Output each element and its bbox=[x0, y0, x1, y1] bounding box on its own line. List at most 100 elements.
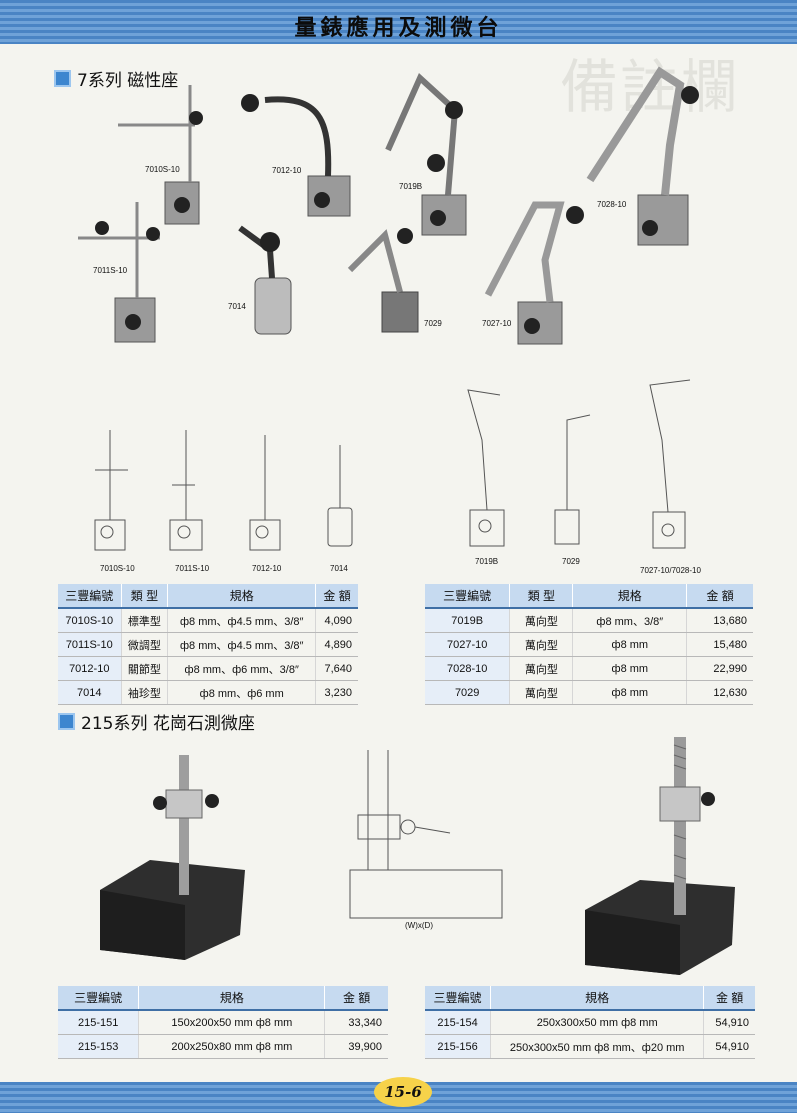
cell-type: 萬向型 bbox=[509, 680, 573, 705]
col-header: 金 額 bbox=[324, 986, 388, 1011]
cell-type: 萬向型 bbox=[509, 632, 573, 657]
cell-code: 7011S-10 bbox=[58, 632, 122, 657]
photo-label: 7011S-10 bbox=[93, 266, 128, 275]
cell-price: 3,230 bbox=[315, 680, 358, 705]
cell-spec: 250x300x50 mm ф8 mm bbox=[490, 1010, 704, 1035]
section-215-title: 215系列 花崗石測微座 bbox=[81, 714, 255, 734]
cell-price: 4,890 bbox=[315, 632, 358, 657]
col-header: 類 型 bbox=[509, 584, 573, 609]
granite-stands bbox=[100, 737, 735, 975]
cell-spec: ф8 mm、ф6 mm bbox=[167, 680, 316, 705]
col-header: 三豐編號 bbox=[425, 986, 491, 1011]
drawing-label: 7029 bbox=[562, 557, 580, 566]
drawing-label: 7027-10/7028-10 bbox=[640, 566, 701, 575]
cell-type: 標準型 bbox=[120, 608, 168, 633]
col-header: 類 型 bbox=[120, 584, 168, 609]
cell-code: 7012-10 bbox=[58, 656, 122, 681]
photo-7012-10 bbox=[241, 94, 351, 217]
photo-215-151 bbox=[100, 755, 245, 960]
section-square-icon bbox=[58, 713, 75, 730]
col-header: 金 額 bbox=[703, 986, 755, 1011]
cell-spec: ф8 mm、3/8″ bbox=[572, 608, 687, 633]
drawing-label: 7010S-10 bbox=[100, 564, 135, 573]
cell-spec: ф8 mm bbox=[572, 680, 687, 705]
section-7-heading: 7系列 磁性座 bbox=[54, 66, 178, 91]
drawing-label: 7011S-10 bbox=[175, 564, 210, 573]
cell-price: 4,090 bbox=[315, 608, 358, 633]
photo-label: 7027-10 bbox=[482, 319, 512, 328]
cell-price: 12,630 bbox=[686, 680, 753, 705]
cell-code: 7028-10 bbox=[425, 656, 510, 681]
cell-type: 袖珍型 bbox=[120, 680, 168, 705]
col-header: 規格 bbox=[167, 584, 316, 609]
cell-price: 22,990 bbox=[686, 656, 753, 681]
section-7-title: 7系列 磁性座 bbox=[77, 71, 179, 91]
cell-spec: 150x200x50 mm ф8 mm bbox=[138, 1010, 325, 1035]
page-number: 15-6 bbox=[374, 1077, 432, 1107]
photo-7028-10 bbox=[586, 66, 699, 246]
col-header: 三豐編號 bbox=[58, 986, 139, 1011]
cell-spec: 250x300x50 mm ф8 mm、ф20 mm bbox=[490, 1034, 704, 1059]
technical-drawings bbox=[94, 379, 691, 551]
photo-7019b bbox=[385, 72, 467, 236]
cell-type: 萬向型 bbox=[509, 656, 573, 681]
cell-code: 7019B bbox=[425, 608, 510, 633]
photo-7029 bbox=[347, 228, 419, 333]
cell-price: 33,340 bbox=[324, 1010, 388, 1035]
photo-7010s-10 bbox=[118, 85, 203, 225]
drawing-label: 7014 bbox=[330, 564, 348, 573]
drawing-215 bbox=[349, 750, 503, 919]
cell-price: 7,640 bbox=[315, 656, 358, 681]
cell-spec: ф8 mm、ф4.5 mm、3/8″ bbox=[167, 608, 316, 633]
col-header: 金 額 bbox=[686, 584, 753, 609]
cell-price: 54,910 bbox=[703, 1010, 755, 1035]
cell-code: 215-156 bbox=[425, 1034, 491, 1059]
col-header: 三豐編號 bbox=[425, 584, 510, 609]
cell-type: 萬向型 bbox=[509, 608, 573, 633]
photo-7011s-10 bbox=[78, 202, 160, 343]
cell-code: 7014 bbox=[58, 680, 122, 705]
cell-spec: 200x250x80 mm ф8 mm bbox=[138, 1034, 325, 1059]
cell-type: 微調型 bbox=[120, 632, 168, 657]
photo-label: 7028-10 bbox=[597, 200, 627, 209]
cell-price: 54,910 bbox=[703, 1034, 755, 1059]
photo-label: 7029 bbox=[424, 319, 442, 328]
cell-spec: ф8 mm、ф6 mm、3/8″ bbox=[167, 656, 316, 681]
col-header: 三豐編號 bbox=[58, 584, 122, 609]
product-photos bbox=[78, 66, 699, 345]
cell-price: 39,900 bbox=[324, 1034, 388, 1059]
photo-label: 7014 bbox=[228, 302, 246, 311]
drawing-label: 7012-10 bbox=[252, 564, 282, 573]
cell-code: 215-154 bbox=[425, 1010, 491, 1035]
cell-code: 215-153 bbox=[58, 1034, 139, 1059]
drawing-label: 7019B bbox=[475, 557, 499, 566]
col-header: 規格 bbox=[138, 986, 325, 1011]
photo-label: 7019B bbox=[399, 182, 423, 191]
photo-label: 7012-10 bbox=[272, 166, 302, 175]
cell-code: 7010S-10 bbox=[58, 608, 122, 633]
cell-spec: ф8 mm bbox=[572, 656, 687, 681]
photo-7014 bbox=[238, 225, 292, 335]
cell-code: 215-151 bbox=[58, 1010, 139, 1035]
cell-spec: ф8 mm bbox=[572, 632, 687, 657]
photo-label: 7010S-10 bbox=[145, 165, 180, 174]
cell-code: 7029 bbox=[425, 680, 510, 705]
page-title: 量錶應用及測微台 bbox=[294, 16, 503, 41]
col-header: 規格 bbox=[572, 584, 687, 609]
cell-type: 關節型 bbox=[120, 656, 168, 681]
section-square-icon bbox=[54, 70, 71, 87]
cell-spec: ф8 mm、ф4.5 mm、3/8″ bbox=[167, 632, 316, 657]
section-215-heading: 215系列 花崗石測微座 bbox=[58, 709, 255, 734]
